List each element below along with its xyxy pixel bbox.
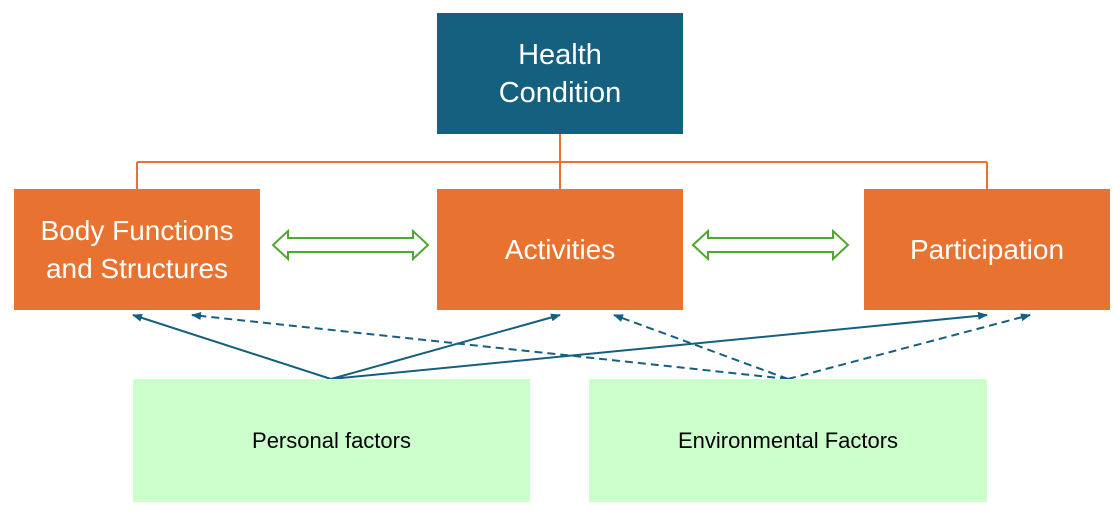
personal-factors-label: Personal factors (252, 427, 411, 453)
activities-box: Activities (437, 189, 683, 310)
health-condition-box: Health Condition (437, 13, 683, 134)
personal-factor-arrows (132, 311, 988, 380)
environmental-factor-arrows (191, 311, 1031, 380)
body-functions-box: Body Functions and Structures (14, 189, 260, 310)
environmental-factors-box: Environmental Factors (589, 379, 987, 502)
participation-box: Participation (864, 189, 1110, 310)
body-functions-label: Body Functions and Structures (40, 214, 234, 284)
activities-label: Activities (504, 233, 616, 265)
bidirectional-arrow-right (691, 228, 850, 262)
hierarchy-connector (136, 134, 988, 189)
bidirectional-arrow-left (271, 228, 430, 262)
health-condition-label: Health Condition (498, 38, 622, 109)
participation-label: Participation (909, 233, 1065, 265)
personal-factors-box: Personal factors (133, 379, 530, 502)
environmental-factors-label: Environmental Factors (677, 427, 899, 453)
